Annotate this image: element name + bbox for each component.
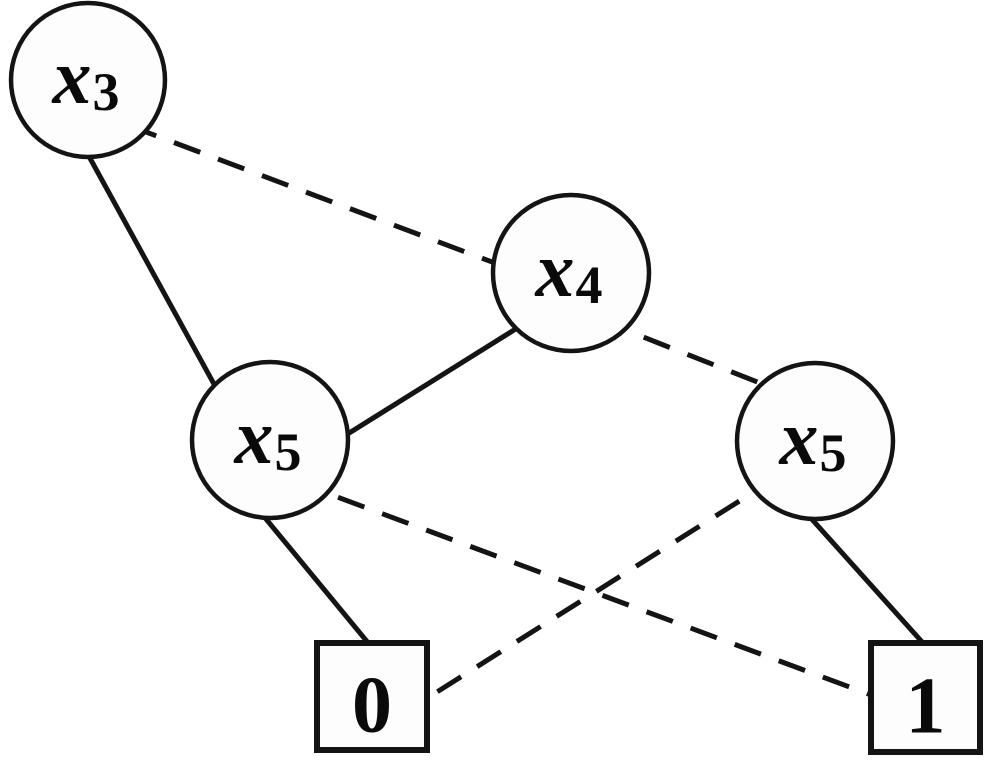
edge-x5-right-to-terminal-0-dashed xyxy=(408,473,781,712)
node-x5-right-shape xyxy=(734,360,896,522)
edge-x5-right-to-terminal-1-solid xyxy=(789,494,934,655)
node-x5-right: x5 xyxy=(734,360,896,522)
node-x5-left-shape xyxy=(189,359,351,521)
edge-x3-to-x5-left-solid xyxy=(77,138,223,397)
node-x4-shape xyxy=(490,192,652,354)
node-x3-label: x3 xyxy=(52,33,120,122)
terminal-1: 1 xyxy=(868,640,983,755)
terminal-0: 0 xyxy=(314,640,430,753)
terminal-1-label: 1 xyxy=(906,663,946,751)
terminal-1-shape xyxy=(868,640,983,755)
node-x4: x4 xyxy=(490,192,652,354)
edge-x5-left-to-terminal-1-dashed xyxy=(293,478,891,705)
edge-x3-to-x4-dashed xyxy=(129,123,541,283)
node-x3-shape xyxy=(8,0,168,160)
terminal-0-label: 0 xyxy=(352,662,392,750)
node-x5-left-label: x5 xyxy=(234,393,302,482)
edge-x5-left-to-terminal-0-solid xyxy=(250,500,390,669)
node-x4-label: x4 xyxy=(535,226,603,315)
edge-x4-to-x5-right-dashed xyxy=(599,317,766,388)
node-x5-right-label: x5 xyxy=(779,394,847,483)
node-x5-left: x5 xyxy=(189,359,351,521)
edge-x4-to-x5-left-solid xyxy=(328,317,532,448)
node-x3: x3 xyxy=(8,0,168,160)
terminal-0-shape xyxy=(314,640,430,753)
